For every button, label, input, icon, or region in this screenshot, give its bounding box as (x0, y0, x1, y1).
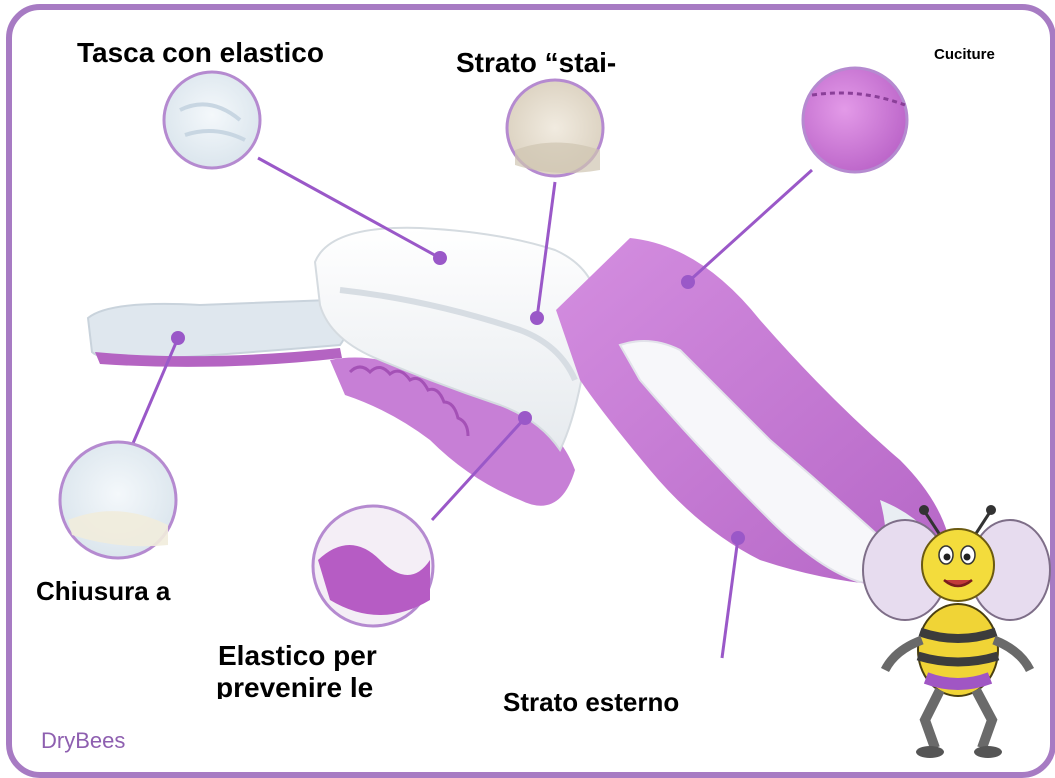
callout-line-strato-esterno (720, 537, 740, 659)
label-strato-esterno: Strato esterno (503, 687, 680, 717)
bee-arm-right (992, 635, 1035, 673)
label-elastico-line1: Elastico per (218, 640, 377, 671)
callout-dot-elastico (518, 411, 532, 425)
callout-line-tasca (257, 156, 441, 260)
diaper (86, 226, 952, 586)
callout-line-elastico (430, 416, 527, 522)
label-tasca: Tasca con elastico (77, 37, 324, 68)
callout-line-chiusura (126, 337, 180, 456)
right-wing (556, 238, 952, 585)
callout-dot-strato-esterno (731, 531, 745, 545)
stitch-detail (811, 91, 906, 107)
inner-shadow (339, 287, 578, 382)
label-chiusura: Chiusura a (36, 576, 171, 606)
bee-body (917, 603, 999, 697)
label-elastico-line2: prevenire le (216, 673, 374, 699)
label-strato-stai: Strato “stai- (456, 47, 617, 78)
callout-dots (171, 251, 745, 545)
detail-circle-cuciture (801, 66, 909, 174)
pocket-texture (179, 102, 246, 142)
bee-leg-left (919, 687, 945, 750)
bee-head (921, 528, 995, 602)
inner-pocket (313, 226, 602, 452)
bee-arm-left (880, 635, 924, 673)
callout-dot-chiusura (171, 331, 185, 345)
left-tab-edge (95, 348, 342, 367)
label-cuciture: Cuciture (934, 46, 995, 63)
leg-ruffles (348, 365, 470, 437)
chiusura-texture (68, 511, 168, 547)
cream-texture (515, 142, 600, 174)
callout-line-cuciture (686, 168, 814, 284)
leg-elastic (330, 357, 575, 506)
bee-leg-right (971, 687, 998, 750)
bee-mascot (862, 505, 1051, 758)
detail-circle-tasca (162, 70, 262, 170)
brand-logo: DryBees (41, 728, 126, 753)
callout-dot-tasca (433, 251, 447, 265)
callout-dot-cuciture (681, 275, 695, 289)
callout-line-strato-stai (535, 181, 557, 319)
elastico-texture (318, 545, 430, 615)
callout-lines (126, 156, 814, 659)
callout-dot-strato-stai (530, 311, 544, 325)
